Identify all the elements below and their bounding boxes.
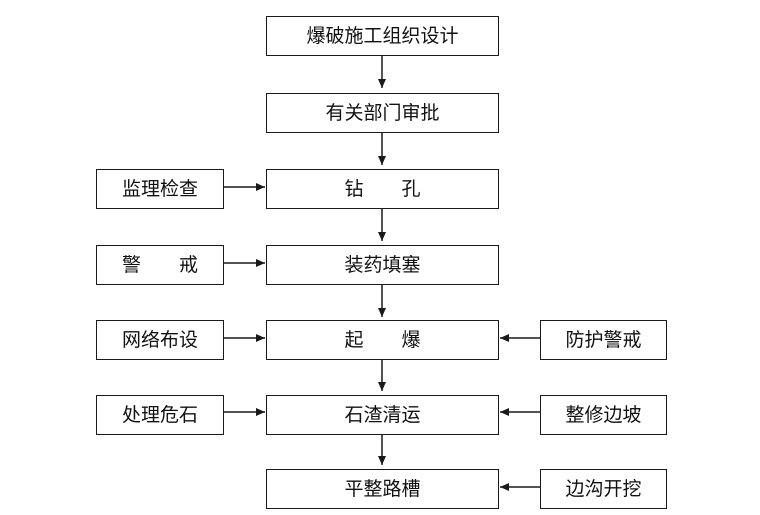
input-slope-trimming: 整修边坡	[540, 395, 667, 435]
input-network-layout: 网络布设	[96, 320, 224, 360]
step-approval: 有关部门审批	[266, 93, 499, 133]
input-protection-guard: 防护警戒	[540, 320, 667, 360]
step-drilling: 钻 孔	[266, 169, 499, 209]
step-blasting-plan: 爆破施工组织设计	[266, 16, 499, 56]
input-guard: 警 戒	[96, 245, 224, 285]
input-dangerous-rocks: 处理危石	[96, 395, 224, 435]
step-charging: 装药填塞	[266, 245, 499, 285]
step-clearing: 石渣清运	[266, 395, 499, 435]
input-ditch-excavation: 边沟开挖	[540, 469, 667, 509]
step-grading: 平整路槽	[266, 469, 499, 509]
input-supervision-check: 监理检查	[96, 169, 224, 209]
step-blasting: 起 爆	[266, 320, 499, 360]
